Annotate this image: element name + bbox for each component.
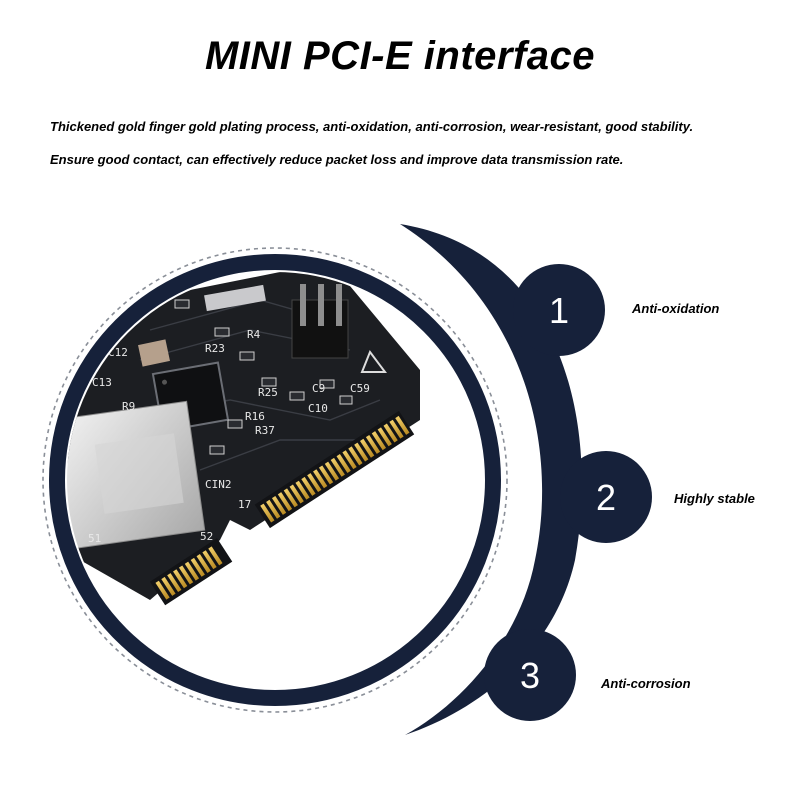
silk-label: R25 — [258, 386, 278, 399]
silk-label: R23 — [205, 342, 225, 355]
silk-label: C10 — [308, 402, 328, 415]
silk-label: CIN2 — [205, 478, 232, 491]
feature-number-2: 2 — [596, 477, 616, 518]
silk-label: R37 — [255, 424, 275, 437]
feature-label-2: Highly stable — [674, 491, 755, 506]
feature-badge-3: 3 — [484, 629, 576, 721]
feature-badge-1: 1 — [513, 264, 605, 356]
description-line-2: Ensure good contact, can effectively red… — [50, 152, 624, 167]
feature-number-3: 3 — [520, 655, 540, 696]
feature-label-1: Anti-oxidation — [632, 301, 720, 316]
feature-badge-2: 2 — [560, 451, 652, 543]
page-title: MINI PCI-E interface — [204, 34, 596, 78]
pcie-card-closeup: C12 C13 R9 R23 R4 R25 R16 R37 C10 C9 CIN… — [67, 272, 483, 688]
pin-header — [291, 284, 349, 359]
led-pads — [204, 284, 266, 312]
gold-finger-short — [149, 538, 233, 606]
silk-label: C9 — [312, 382, 325, 395]
feature-arc — [400, 224, 582, 735]
silk-label: R16 — [245, 410, 265, 423]
silk-label: 17 — [238, 498, 251, 511]
silk-label: 52 — [200, 530, 213, 543]
feature-label-3: Anti-corrosion — [601, 676, 691, 691]
description-line-1: Thickened gold finger gold plating proce… — [50, 119, 694, 134]
dashed-ring — [42, 247, 508, 713]
gold-finger-main — [254, 410, 415, 529]
silk-label: R9 — [122, 400, 135, 413]
silk-label: C13 — [92, 376, 112, 389]
feature-number-1: 1 — [549, 290, 569, 331]
silk-label: C59 — [350, 382, 370, 395]
silk-label: 51 — [88, 532, 101, 545]
crystal — [138, 339, 170, 367]
silk-label: R4 — [247, 328, 261, 341]
